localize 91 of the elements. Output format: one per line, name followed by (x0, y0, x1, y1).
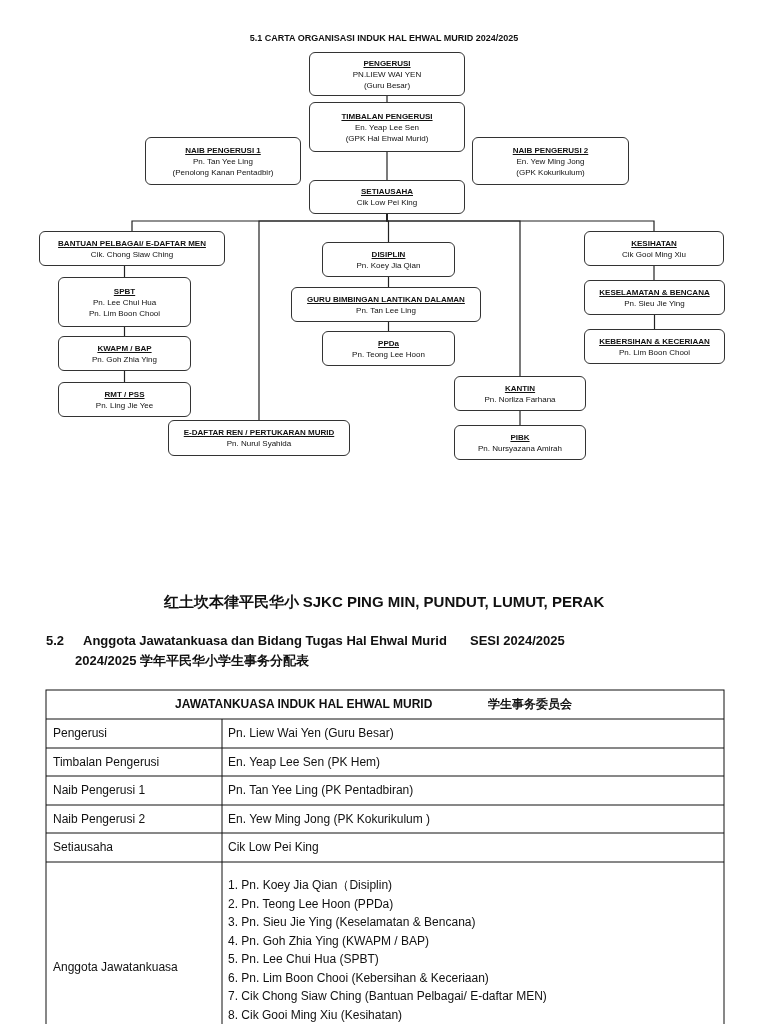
role-box (454, 376, 586, 411)
member-name: Pn. Tan Lee Ling (356, 304, 416, 316)
role-heading: SPBT (113, 285, 136, 297)
role-box (58, 336, 191, 371)
section-heading: Anggota Jawatankuasa dan Bidang Tugas Hal Ehwal Murid (83, 632, 447, 648)
role-box (309, 180, 465, 214)
member-name: Pn. Goh Zhia Ying (92, 353, 157, 365)
member-name: Pn. Koey Jia Qian (356, 259, 421, 271)
role-heading: KESIHATAN (631, 237, 677, 249)
role-heading: SETIAUSAHA (361, 186, 413, 197)
role-heading: GURU BIMBINGAN LANTIKAN DALAMAN (307, 293, 465, 305)
role-box (58, 382, 191, 417)
table-text: En. Yeap Lee Sen (PK Hem) (228, 755, 381, 769)
session-label: SESI 2024/2025 (470, 632, 565, 648)
role-heading: KANTIN (504, 382, 536, 394)
role-box (454, 425, 586, 460)
member-name: Cik Gooi Ming Xiu (622, 248, 686, 260)
role-heading: RMT / PSS (104, 388, 145, 400)
role-heading: NAIB PENGERUSI 1 (185, 144, 261, 156)
table-text: Cik Low Pei King (228, 840, 319, 854)
list-item: 5. Pn. Lee Chui Hua (SPBT) (228, 952, 379, 966)
member-name: Pn. Tan Yee Ling (193, 155, 253, 167)
connector-line (519, 410, 521, 426)
table-heading: 学生事务委员会 (488, 695, 572, 713)
member-name: Pn. Teong Lee Hoon (352, 348, 425, 360)
school-heading: 红土坎本律平民华小 SJKC PING MIN, PUNDUT, LUMUT, PERAK (162, 592, 606, 612)
member-name: Pn. Lee Chui Hua (92, 296, 157, 308)
list-item: 2. Pn. Teong Lee Hoon (PPDa) (228, 896, 394, 911)
role-heading: PIBK (510, 431, 530, 443)
role-box (39, 231, 225, 266)
role-heading: NAIB PENGERUSI 2 (512, 144, 589, 156)
list-item: 1. Pn. Koey Jia Qian（Disiplin) (228, 876, 393, 894)
role-box (322, 242, 455, 277)
section-number: 5.2 (46, 632, 65, 648)
table-text: Pn. Tan Yee Ling (PK Pentadbiran) (228, 783, 414, 797)
chart-title: 5.1 CARTA ORGANISASI INDUK HAL EHWAL MURID 2024/2025 (248, 33, 520, 43)
role-box (309, 102, 465, 152)
list-item: 6. Pn. Lim Boon Chooi (Kebersihan & Keceriaan) (228, 970, 489, 985)
list-item: 3. Pn. Sieu Jie Ying (Keselamatan & Bencana) (228, 915, 476, 929)
role-box (584, 280, 725, 315)
role-heading: E-DAFTAR REN / PERTUKARAN MURID (183, 427, 335, 438)
role-box (168, 420, 350, 456)
member-name: En. Yeap Lee Sen (354, 121, 420, 133)
member-name: (GPK Kokurikulum) (516, 166, 585, 178)
role-heading: DISIPLIN (371, 248, 406, 260)
member-name: Pn. Lim Boon Chooi (618, 346, 691, 358)
role-heading: TIMBALAN PENGERUSI (341, 110, 433, 122)
section-subheading: 2024/2025 学年平民华小学生事务分配表 (75, 652, 310, 670)
member-name: Pn. Sieu Jie Ying (624, 297, 685, 309)
table-text: En. Yew Ming Jong (PK Kokurikulum ) (228, 812, 431, 826)
connector-line (386, 95, 388, 103)
list-item: 4. Pn. Goh Zhia Ying (KWAPM / BAP) (228, 933, 429, 948)
member-name: Pn. Norliza Farhana (484, 393, 556, 405)
member-name: PN.LIEW WAI YEN (352, 68, 422, 80)
member-name: (GPK Hal Ehwal Murid) (345, 132, 429, 144)
role-heading: PENGERUSI (363, 57, 411, 69)
table-text: Timbalan Pengerusi (53, 755, 160, 769)
connector-line (653, 265, 655, 281)
role-heading: BANTUAN PELBAGAI/ E-DAFTAR MEN (58, 237, 206, 249)
table-text: Setiausaha (53, 840, 114, 854)
member-name: Pn. Nursyazana Amirah (477, 442, 562, 454)
table-text: Naib Pengerusi 1 (53, 783, 146, 797)
role-heading: KEBERSIHAN & KECERIAAN (599, 335, 710, 347)
role-box (309, 52, 465, 96)
member-name: (Guru Besar) (363, 79, 411, 91)
connector-line (386, 213, 655, 232)
list-item: 7. Cik Chong Siaw Ching (Bantuan Pelbagai/ E-daftar MEN) (228, 989, 547, 1003)
role-box (472, 137, 629, 185)
member-name: En. Yew Ming Jong (516, 155, 585, 167)
table-text: Pengerusi (53, 726, 108, 740)
role-heading: PPDa (378, 337, 399, 349)
member-name: Pn. Lim Boon Chooi (88, 307, 161, 319)
role-box (145, 137, 301, 185)
connector-line (386, 151, 388, 181)
member-name: (Penolong Kanan Pentadbir) (172, 166, 274, 178)
table-text: Pn. Liew Wai Yen (Guru Besar) (228, 726, 394, 740)
table-text: Anggota Jawatankuasa (53, 960, 178, 974)
role-heading: KESELAMATAN & BENCANA (599, 286, 710, 298)
member-name: Pn. Ling Jie Yee (95, 399, 154, 411)
role-box (291, 287, 481, 322)
list-item: 8. Cik Gooi Ming Xiu (Kesihatan) (228, 1007, 403, 1022)
member-name: Cik. Chong Siaw Ching (90, 248, 174, 260)
table-heading: JAWATANKUASA INDUK HAL EHWAL MURID (175, 697, 433, 711)
role-box (322, 331, 455, 366)
role-box (58, 277, 191, 327)
role-heading: KWAPM / BAP (97, 342, 152, 354)
table-text: Naib Pengerusi 2 (53, 812, 146, 826)
role-box (584, 329, 725, 364)
member-name: Pn. Nurul Syahida (226, 438, 292, 449)
member-name: Cik Low Pei King (356, 197, 418, 208)
role-box (584, 231, 724, 266)
